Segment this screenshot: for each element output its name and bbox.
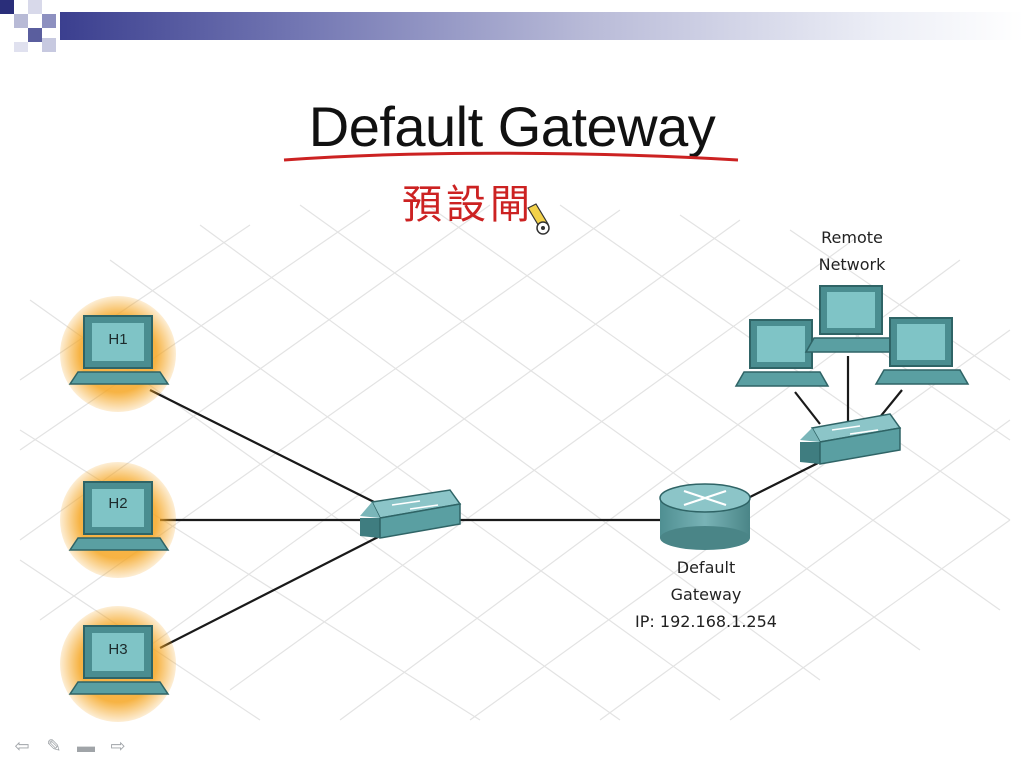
- router-ip-label: IP: 192.168.1.254: [635, 612, 777, 631]
- slide-header-band: [0, 0, 1024, 52]
- router-label-line1: Default: [676, 558, 736, 577]
- host-label-h3: H3: [108, 641, 128, 658]
- slideshow-nav: ⇦ ✎ ▬ ⇨: [12, 736, 128, 757]
- header-square: [42, 14, 56, 28]
- network-links: [149, 356, 903, 649]
- header-square: [14, 14, 28, 28]
- previous-slide-icon[interactable]: ⇦: [14, 736, 30, 756]
- host-h2: [60, 462, 176, 578]
- header-square: [28, 0, 42, 14]
- host-h1: [60, 296, 176, 412]
- host-label-h1: H1: [108, 331, 128, 348]
- remote-network-line1: Remote: [821, 228, 883, 247]
- remote-switch: [800, 413, 902, 465]
- host-label-h2: H2: [108, 495, 128, 512]
- header-gradient: [60, 12, 1024, 40]
- handwritten-annotation: 預設閘: [402, 182, 534, 228]
- local-switch: [360, 489, 462, 539]
- remote-network-caption: Remote Network: [800, 224, 904, 278]
- router-caption: Default Gateway IP: 192.168.1.254: [620, 554, 792, 635]
- remote-pc-center: [804, 285, 900, 353]
- header-square: [0, 0, 14, 14]
- host-h3: [60, 606, 176, 722]
- slide-menu-icon[interactable]: ▬: [77, 736, 95, 756]
- header-square: [42, 38, 56, 52]
- default-gateway-router: [659, 483, 751, 550]
- remote-pc-left: [734, 319, 830, 387]
- next-slide-icon[interactable]: ⇨: [110, 736, 126, 756]
- remote-network-line2: Network: [818, 255, 886, 274]
- header-square: [14, 42, 28, 52]
- router-label-line2: Gateway: [670, 585, 742, 604]
- slide-title: Default Gateway: [308, 95, 716, 158]
- pen-tool-icon[interactable]: ✎: [46, 736, 62, 756]
- remote-pc-right: [874, 317, 970, 385]
- header-square: [28, 28, 42, 42]
- pen-cursor-icon: [527, 203, 550, 235]
- title-underline: [283, 151, 739, 162]
